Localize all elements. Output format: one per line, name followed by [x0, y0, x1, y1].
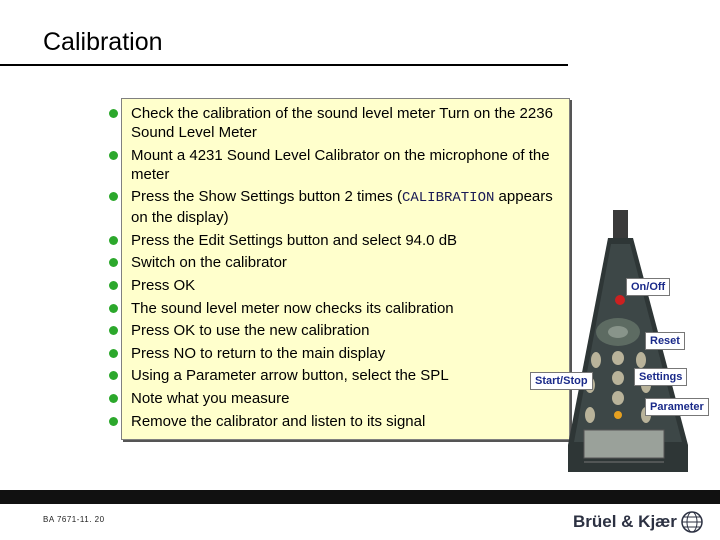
bullet-icon: [109, 235, 118, 245]
content-panel: [121, 98, 570, 440]
start-stop-label: Start/Stop: [530, 372, 593, 390]
bullet-icon: [109, 109, 118, 118]
list-item: Mount a 4231 Sound Level Calibrator on t…: [108, 146, 563, 184]
bullet-icon: [109, 393, 118, 403]
instruction-list: Check the calibration of the sound level…: [108, 104, 563, 434]
list-item: Remove the calibrator and listen to its …: [108, 412, 563, 431]
display-code: CALIBRATION: [401, 190, 495, 207]
bullet-icon: [109, 416, 118, 426]
bullet-icon: [109, 303, 118, 313]
list-item: Switch on the calibrator: [108, 253, 563, 272]
list-item: Note what you measure: [108, 389, 563, 408]
parameter-label: Parameter: [645, 398, 709, 416]
list-item: Press the Show Settings button 2 times (…: [108, 187, 563, 227]
bullet-icon: [109, 371, 118, 381]
list-item: Press OK: [108, 276, 563, 295]
bullet-icon: [109, 280, 118, 290]
bullet-icon: [109, 326, 118, 336]
document-id: BA 7671-11. 20: [43, 515, 105, 524]
footer-bar: [0, 490, 720, 504]
title-divider: [0, 64, 568, 66]
brand-logo: Brüel & Kjær: [573, 512, 677, 531]
list-item: The sound level meter now checks its cal…: [108, 299, 563, 318]
list-item: Press NO to return to the main display: [108, 344, 563, 363]
bullet-icon: [109, 150, 118, 160]
bullet-icon: [109, 192, 118, 202]
on-off-label: On/Off: [626, 278, 671, 296]
list-item: Press OK to use the new calibration: [108, 321, 563, 340]
page-title: Calibration: [43, 28, 163, 56]
reset-label: Reset: [645, 332, 685, 350]
bullet-icon: [109, 348, 118, 358]
list-item: Using a Parameter arrow button, select t…: [108, 366, 563, 385]
list-item: Press the Edit Settings button and selec…: [108, 231, 563, 250]
bullet-icon: [109, 258, 118, 268]
settings-label: Settings: [634, 368, 688, 386]
list-item: Check the calibration of the sound level…: [108, 104, 563, 142]
globe-icon: [681, 511, 703, 533]
sound-level-meter-image: [568, 210, 688, 472]
